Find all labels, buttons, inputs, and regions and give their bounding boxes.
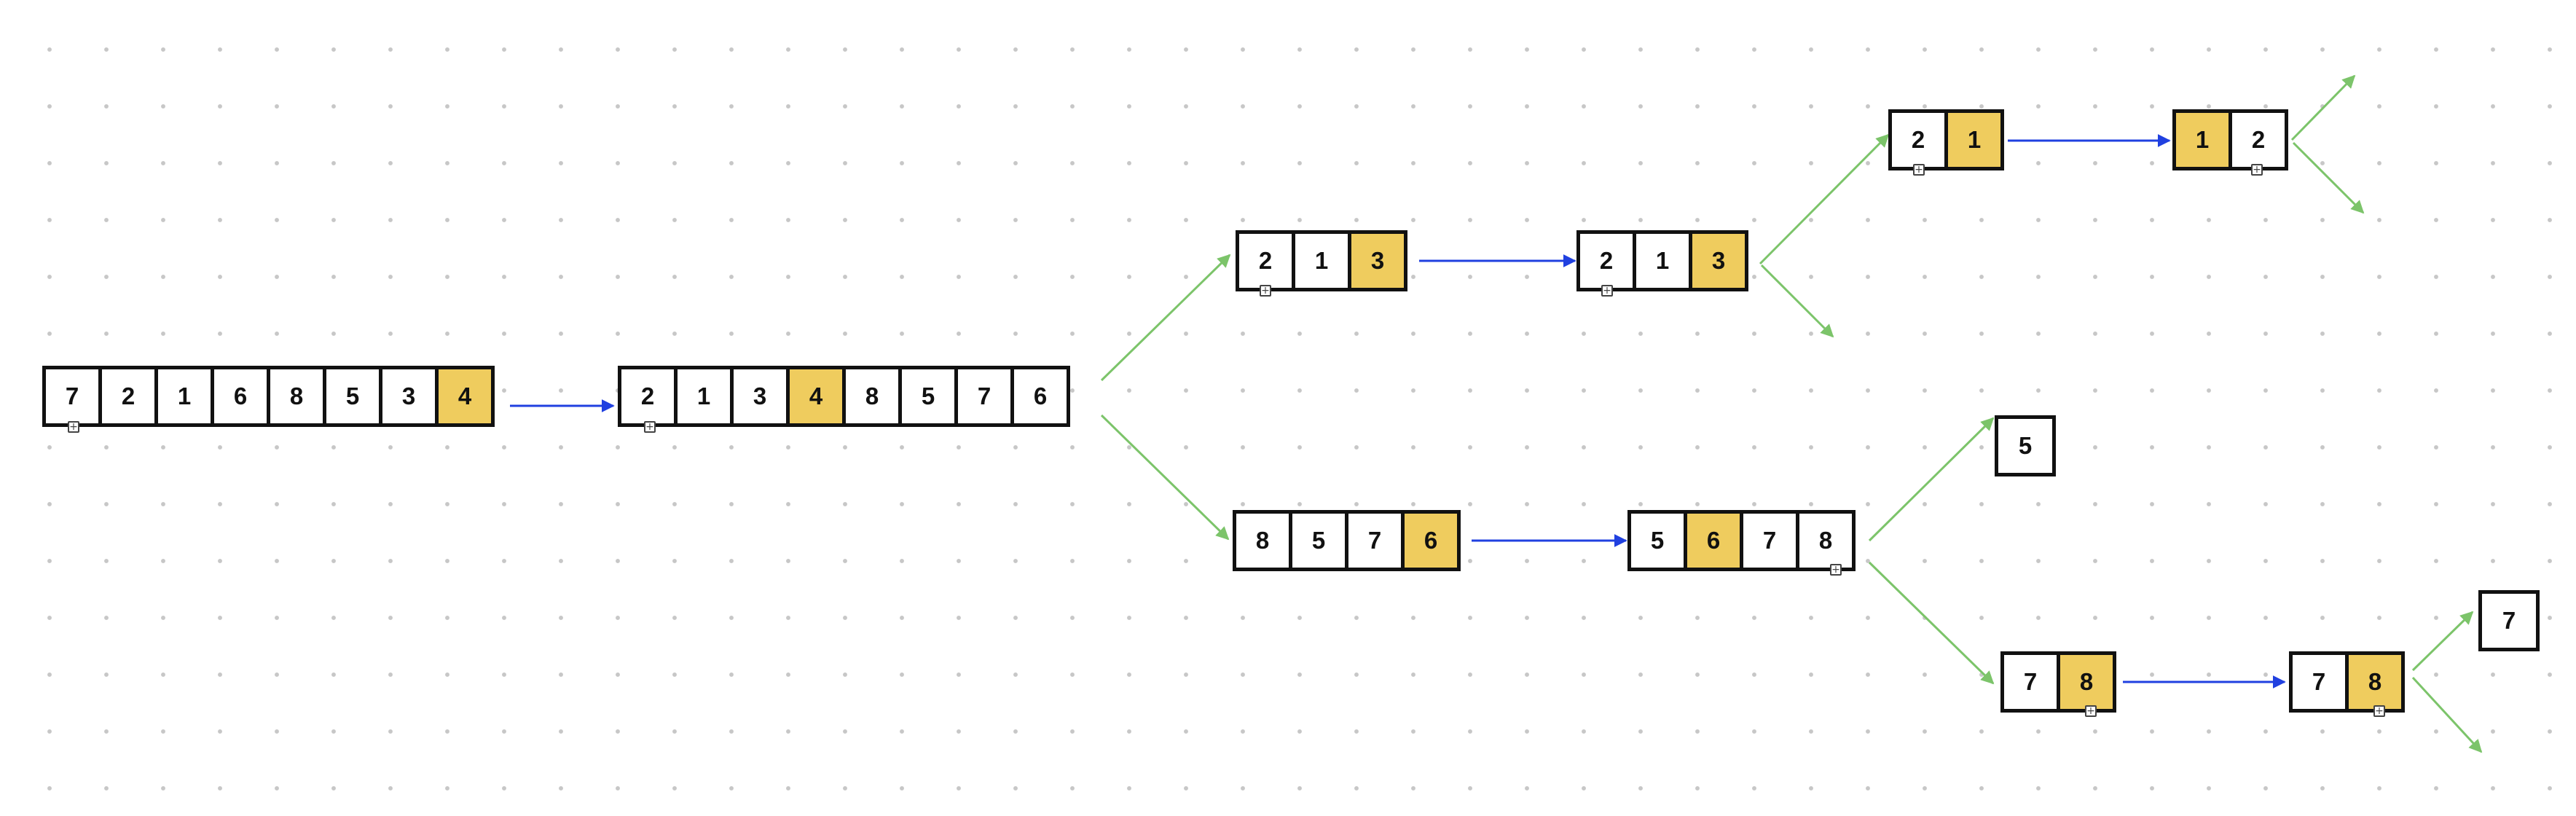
- pivot-cell: 1: [2172, 109, 2232, 170]
- expand-handle-icon[interactable]: +: [1830, 564, 1842, 576]
- split-arrow-right-right: [1868, 561, 1995, 685]
- array-cell: 3: [379, 366, 439, 427]
- pivot-cell: 6: [1401, 510, 1461, 571]
- split-arrow-rr-right: [2411, 676, 2483, 753]
- split-arrow-leaf-right: [2292, 141, 2365, 214]
- array-cell: 6: [1010, 366, 1070, 427]
- expand-handle-icon[interactable]: +: [1260, 285, 1271, 297]
- array-root-input: 7 2 1 6 8 5 3 4: [42, 366, 495, 427]
- array-cell: 1: [1633, 230, 1692, 291]
- expand-handle-icon[interactable]: +: [68, 421, 79, 433]
- pivot-cell: 8: [2345, 651, 2405, 713]
- expand-handle-icon[interactable]: +: [1913, 164, 1925, 176]
- single-element-node: 5: [1995, 415, 2056, 476]
- split-arrow-root-left: [1100, 254, 1231, 382]
- expand-handle-icon[interactable]: +: [2085, 705, 2097, 717]
- array-cell: 1: [674, 366, 734, 427]
- array-cell: 5: [1289, 510, 1348, 571]
- pivot-cell: 3: [1689, 230, 1748, 291]
- single-element-node: 7: [2478, 590, 2540, 651]
- array-cell: 2: [1888, 109, 1948, 170]
- array-cell: 2: [2229, 109, 2288, 170]
- array-cell: 7: [1345, 510, 1405, 571]
- array-cell: 2: [1236, 230, 1295, 291]
- array-cell: 7: [2289, 651, 2349, 713]
- array-cell: 5: [898, 366, 958, 427]
- pivot-cell: 4: [786, 366, 846, 427]
- array-cell: 2: [618, 366, 678, 427]
- array-root-partitioned: 2 1 3 4 8 5 7 6: [618, 366, 1070, 427]
- array-cell: 7: [2000, 651, 2060, 713]
- array-cell: 7: [42, 366, 102, 427]
- array-right-right-input: 7 8: [2000, 651, 2116, 713]
- array-right-partitioned: 5 6 7 8: [1627, 510, 1856, 571]
- array-cell: 8: [842, 366, 902, 427]
- expand-handle-icon[interactable]: +: [644, 421, 656, 433]
- array-cell: 6: [211, 366, 270, 427]
- split-arrow-left-left: [1759, 133, 1890, 265]
- array-cell: 5: [323, 366, 382, 427]
- pivot-cell: 4: [435, 366, 495, 427]
- split-arrow-left-right: [1760, 264, 1834, 338]
- array-left-partitioned: 2 1 3: [1576, 230, 1748, 291]
- expand-handle-icon[interactable]: +: [2373, 705, 2385, 717]
- array-cell: 2: [1576, 230, 1636, 291]
- pivot-cell: 3: [1348, 230, 1407, 291]
- array-cell: 5: [1627, 510, 1687, 571]
- array-left-left-input: 2 1: [1888, 109, 2004, 170]
- split-arrow-rr-left: [2411, 611, 2474, 672]
- array-cell: 7: [954, 366, 1014, 427]
- array-cell: 8: [1796, 510, 1856, 571]
- array-cell: 7: [1740, 510, 1799, 571]
- pivot-cell: 8: [2057, 651, 2116, 713]
- expand-handle-icon[interactable]: +: [1601, 285, 1613, 297]
- pivot-cell: 6: [1684, 510, 1743, 571]
- array-cell: 8: [267, 366, 326, 427]
- array-cell: 3: [730, 366, 790, 427]
- array-right-right-partitioned: 7 8: [2289, 651, 2405, 713]
- array-cell: 1: [154, 366, 214, 427]
- array-right-input: 8 5 7 6: [1233, 510, 1461, 571]
- array-cell: 8: [1233, 510, 1292, 571]
- array-cell: 1: [1292, 230, 1351, 291]
- pivot-cell: 1: [1944, 109, 2004, 170]
- array-left-input: 2 1 3: [1236, 230, 1407, 291]
- split-arrow-leaf-left: [2290, 74, 2356, 141]
- array-cell: 2: [98, 366, 158, 427]
- split-arrow-root-right: [1100, 414, 1230, 541]
- expand-handle-icon[interactable]: +: [2251, 164, 2263, 176]
- split-arrow-right-left: [1868, 417, 1995, 542]
- array-left-left-partitioned: 1 2: [2172, 109, 2288, 170]
